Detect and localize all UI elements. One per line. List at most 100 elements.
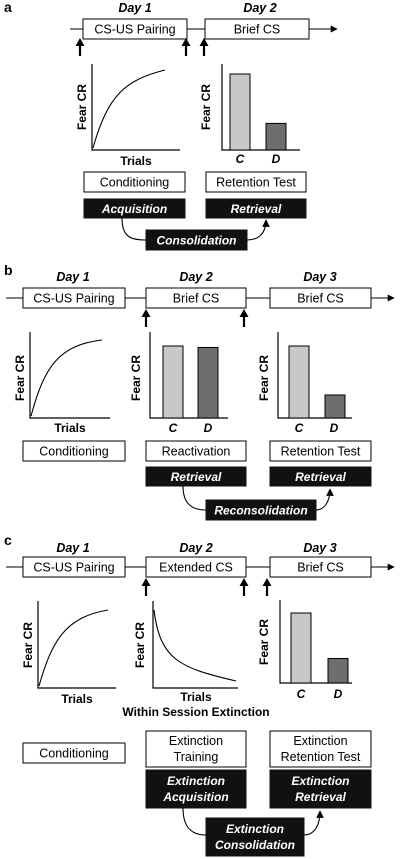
panel-b-phase3-label: Brief CS [297,292,344,306]
panel-c-chart1-curve [38,609,109,687]
panel-b-retrieval-label-2: Retrieval [295,470,346,484]
panel-b: b Day 1 Day 2 Day 3 CS-US Pairing Brief … [4,262,395,521]
panel-b-chart1-axes [29,332,110,419]
panel-b-day2: Day 2 [179,270,212,284]
panel-c-conditioning-label: Conditioning [39,747,109,761]
panel-b-retention-box [269,440,372,462]
panel-b-retention-label: Retention Test [281,445,361,459]
panel-b-reactivation-label: Reactivation [162,445,231,459]
panel-b-conditioning-box [22,440,126,462]
panel-c-day2: Day 2 [179,541,212,555]
panel-b-chart2: Fear CR C D [129,332,228,435]
panel-c-extinction-acquisition-box [145,769,247,809]
panel-b-reactivation-box [145,440,247,462]
panel-a-phase1-box [82,18,188,40]
panel-a-retention-box [205,171,307,193]
panel-b-bridge-right [315,488,334,511]
panel-a-chart1-axes [91,64,180,151]
panel-c-extinction-consolidation-l2: Consolidation [215,838,295,852]
panel-a-phase2-label: Brief CS [234,23,281,37]
panel-c-arrow-3 [261,576,273,598]
panel-b-chart3-ylabel: Fear CR [257,355,271,401]
panel-b-chart2-ylabel: Fear CR [129,355,143,401]
panel-b-chart3: Fear CR C D [257,332,352,435]
panel-a-conditioning-box [83,171,186,193]
panel-c-phase2-box [145,556,247,578]
panel-a-consolidation-box [145,229,248,251]
panel-a-phase1-label: CS-US Pairing [94,23,175,37]
panel-a-day2: Day 2 [243,1,276,15]
panel-b-chart1-ylabel: Fear CR [13,355,27,401]
panel-b-conditioning-label: Conditioning [39,445,109,459]
panel-c-phase1-box [22,556,126,578]
panel-b-chart1: Fear CR Trials [13,332,110,435]
panel-a-retrieval-label: Retrieval [231,202,282,216]
panel-a-retrieval-box [205,198,307,219]
panel-c-extinction-retention-l2: Retention Test [281,750,361,764]
panel-b-bridge-left [182,485,207,511]
panel-c-chart2-curve [153,609,237,682]
panel-c-chart2-note: Within Session Extinction [122,705,269,719]
panel-a-chart1: Fear CR Trials [75,64,180,168]
panel-a-arrow-2 [180,36,192,58]
panel-c-conditioning-box [22,742,126,764]
panel-a-arrow-1 [74,36,86,58]
panel-a-acquisition-box [83,198,186,219]
panel-a-chart2-ylabel: Fear CR [199,84,213,130]
panel-b-chart1-xlabel: Trials [54,421,86,435]
panel-c-extinction-retrieval-l2: Retrieval [295,790,346,804]
panel-b-phase1-label: CS-US Pairing [33,292,114,306]
panel-c-bridge-left [182,807,207,836]
panel-a-retention-label: Retention Test [216,176,296,190]
panel-a-arrow-3 [198,36,210,58]
panel-c-extinction-acquisition-l2: Acquisition [162,790,228,804]
panel-a-conditioning-label: Conditioning [100,176,170,190]
panel-c-chart1-axes [37,601,116,689]
panel-a-label: a [4,0,12,15]
panel-c-chart3-cat-c: C [297,687,306,701]
panel-c-bridge-right [303,810,324,836]
panel-b-retrieval-box-2 [269,466,372,487]
panel-a: a Day 1 Day 2 CS-US Pairing Brief CS Fea… [4,0,338,251]
panel-a-chart1-curve [92,69,166,149]
panel-b-retrieval-box-1 [145,466,247,487]
panel-b-chart3-bar-d [324,394,346,419]
panel-c-chart2: Fear CR Trials Within Session Extinction [122,601,270,719]
panel-b-phase2-label: Brief CS [173,292,220,306]
panel-b-reconsolidation-box [205,499,317,521]
panel-b-chart2-bar-c [162,345,184,419]
panel-c-chart2-xlabel: Trials [180,690,212,704]
panel-c-chart3-ylabel: Fear CR [257,619,271,665]
panel-b-phase2-box [145,287,247,309]
panel-c-arrow-1 [140,576,152,598]
panel-a-chart1-xlabel: Trials [120,154,152,168]
panel-c-extinction-training-box [145,730,247,768]
panel-b-day3: Day 3 [303,270,336,284]
panel-c-chart2-axes [152,601,238,689]
panel-c-day3: Day 3 [303,541,336,555]
panel-a-bridge-right [246,219,270,241]
panel-a-chart2-cat-c: C [236,152,245,166]
panel-b-reconsolidation-label: Reconsolidation [214,504,307,518]
panel-c: c Day 1 Day 2 Day 3 CS-US Pairing Extend… [4,532,395,857]
panel-a-chart2-cat-d: D [272,152,281,166]
panel-c-phase1-label: CS-US Pairing [33,561,114,575]
panel-c-arrow-2 [238,576,250,598]
panel-b-retrieval-label-1: Retrieval [171,470,222,484]
panel-c-extinction-consolidation-l1: Extinction [226,822,284,836]
panel-b-chart1-curve [30,339,103,417]
panel-b-arrow-1 [140,307,152,329]
panel-b-phase3-box [269,287,372,309]
panel-c-extinction-consolidation-box [205,817,305,857]
panel-c-extinction-retrieval-box [269,769,372,809]
panel-c-extinction-retention-l1: Extinction [293,734,347,748]
panel-b-chart2-cat-d: D [204,421,213,435]
panel-a-chart2-bar-c [229,73,251,151]
panel-b-chart3-cat-c: C [295,421,304,435]
panel-c-chart2-ylabel: Fear CR [133,622,147,668]
panel-b-chart3-bar-c [288,345,310,419]
panel-a-phase2-box [204,18,310,40]
panel-c-chart1: Fear CR Trials [21,601,116,706]
panel-b-chart2-cat-c: C [169,421,178,435]
